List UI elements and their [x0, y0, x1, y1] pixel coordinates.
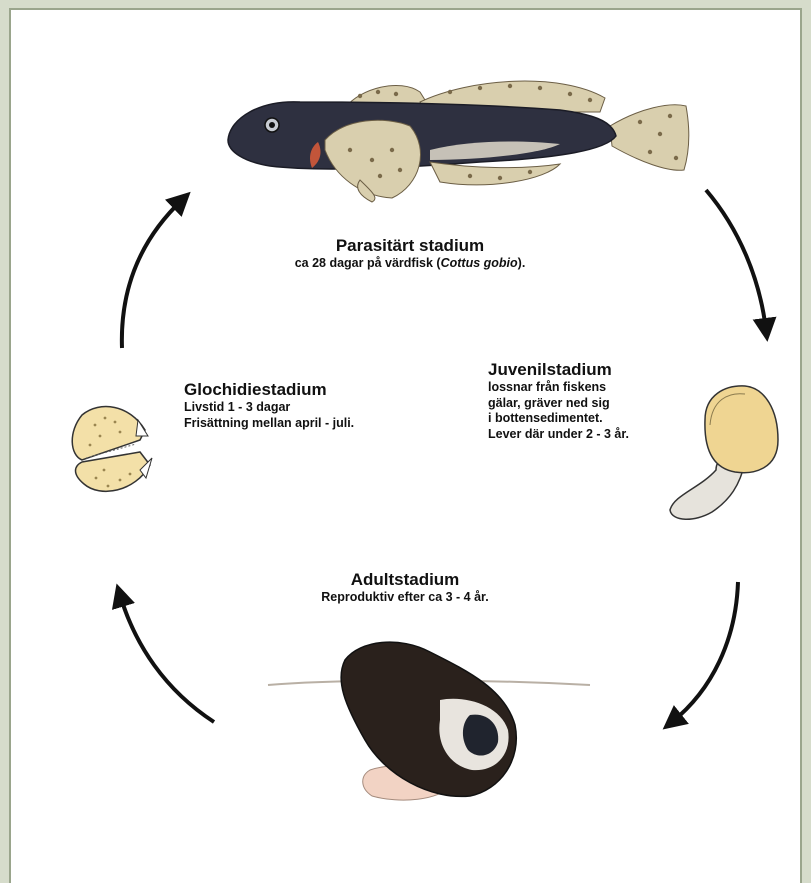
arrow-adult-to-glochidium	[120, 595, 214, 722]
juvenile-stage-line: lossnar från fiskens	[488, 380, 708, 396]
host-species: Cottus gobio	[441, 256, 518, 270]
adult-stage-title: Adultstadium	[260, 570, 550, 590]
adult-stage-line: Reproduktiv efter ca 3 - 4 år.	[260, 590, 550, 606]
glochidium-stage-label: Glochidiestadium Livstid 1 - 3 dagar Fri…	[184, 380, 444, 431]
glochidium-stage-title: Glochidiestadium	[184, 380, 444, 400]
parasitic-stage-title: Parasitärt stadium	[240, 236, 580, 256]
parasitic-stage-description: ca 28 dagar på värdfisk (Cottus gobio).	[240, 256, 580, 272]
arrow-glochidium-to-fish	[122, 200, 182, 348]
fish-illustration	[228, 81, 689, 202]
adult-stage-label: Adultstadium Reproduktiv efter ca 3 - 4 …	[260, 570, 550, 606]
adult-mussel-illustration	[268, 642, 590, 800]
parasitic-stage-label: Parasitärt stadium ca 28 dagar på värdfi…	[240, 236, 580, 272]
glochidium-stage-line: Livstid 1 - 3 dagar	[184, 400, 444, 416]
juvenile-stage-label: Juvenilstadium lossnar från fiskens gäla…	[488, 360, 708, 442]
glochidium-illustration	[72, 407, 152, 492]
juvenile-stage-line: gälar, gräver ned sig	[488, 396, 708, 412]
arrow-juvenile-to-adult	[672, 582, 738, 722]
juvenile-stage-line: Lever där under 2 - 3 år.	[488, 427, 708, 443]
juvenile-stage-line: i bottensedimentet.	[488, 411, 708, 427]
arrow-fish-to-juvenile	[706, 190, 766, 330]
glochidium-stage-line: Frisättning mellan april - juli.	[184, 416, 444, 432]
juvenile-stage-title: Juvenilstadium	[488, 360, 708, 380]
